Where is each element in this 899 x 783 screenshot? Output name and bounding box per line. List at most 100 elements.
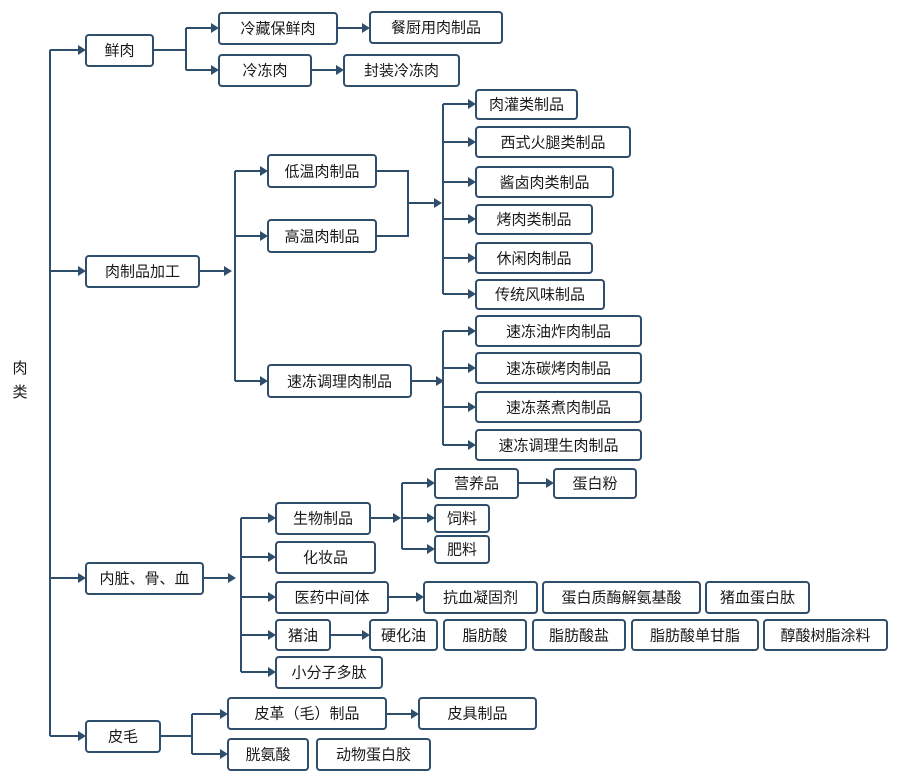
node-leather: 皮革（毛）制品 <box>227 697 387 730</box>
node-packaged-frozen: 封装冷冻肉 <box>343 54 460 87</box>
node-offal-label: 内脏、骨、血 <box>99 570 189 588</box>
node-nutrition: 营养品 <box>434 468 519 499</box>
arrowhead-product-6 <box>468 289 476 299</box>
arrowhead-processed-branch <box>224 266 232 276</box>
node-low-temp: 低温肉制品 <box>267 154 377 188</box>
arrowhead-catering <box>362 23 370 33</box>
node-fresh: 鲜肉 <box>85 34 154 67</box>
node-product-braised-label: 酱卤肉类制品 <box>499 174 589 192</box>
node-frozen-grilled-label: 速冻碳烤肉制品 <box>506 360 611 378</box>
arrowhead-cystine <box>220 749 228 759</box>
arrowhead-product-5 <box>468 253 476 263</box>
arrowhead-quick-frozen <box>260 376 268 386</box>
arrowhead-cosmetics <box>268 552 276 562</box>
root-char-1: 肉 <box>12 359 28 377</box>
node-product-sausage-label: 肉灌类制品 <box>489 96 564 114</box>
node-offal: 内脏、骨、血 <box>85 562 204 595</box>
node-anticoagulant: 抗血凝固剂 <box>423 581 538 614</box>
node-product-traditional: 传统风味制品 <box>475 279 605 310</box>
node-cosmetics: 化妆品 <box>275 541 376 574</box>
arrowhead-peptide <box>268 667 276 677</box>
node-packaged-frozen-label: 封装冷冻肉 <box>364 62 439 80</box>
node-frozen-label: 冷冻肉 <box>242 62 287 80</box>
node-processed: 肉制品加工 <box>85 255 200 288</box>
node-chilled-label: 冷藏保鲜肉 <box>240 20 315 38</box>
node-pharma: 医药中间体 <box>275 581 389 614</box>
node-frozen-raw-label: 速冻调理生肉制品 <box>498 437 618 455</box>
node-amino-acid: 蛋白质酶解氨基酸 <box>542 581 701 614</box>
node-blood-peptide: 猪血蛋白肽 <box>705 581 810 614</box>
node-product-roast-label: 烤肉类制品 <box>496 211 571 229</box>
node-protein-powder: 蛋白粉 <box>553 468 637 499</box>
arrowhead-offal <box>78 573 86 583</box>
node-lard-label: 猪油 <box>288 627 318 645</box>
arrowhead-nutrition <box>427 478 435 488</box>
node-peptide-label: 小分子多肽 <box>291 664 366 682</box>
node-product-snack: 休闲肉制品 <box>475 242 593 274</box>
node-fresh-label: 鲜肉 <box>104 42 134 60</box>
node-fatty-acid-salt-label: 脂肪酸盐 <box>549 627 609 645</box>
arrowhead-pharma <box>268 592 276 602</box>
node-feed-label: 饲料 <box>447 510 477 528</box>
node-quick-frozen-label: 速冻调理肉制品 <box>287 373 392 391</box>
node-catering-label: 餐厨用肉制品 <box>391 19 481 37</box>
arrowhead-bio <box>268 513 276 523</box>
node-leather-goods: 皮具制品 <box>418 697 537 730</box>
node-nutrition-label: 营养品 <box>454 475 499 493</box>
node-frozen-raw: 速冻调理生肉制品 <box>475 429 642 461</box>
node-lard: 猪油 <box>275 619 331 651</box>
arrowhead-anticoagulant <box>416 592 424 602</box>
node-peptide: 小分子多肽 <box>275 656 383 689</box>
arrowhead-lard <box>268 630 276 640</box>
node-cystine: 胱氨酸 <box>227 738 309 771</box>
arrowhead-feed <box>427 513 435 523</box>
arrowhead-high-temp <box>260 231 268 241</box>
node-frozen-grilled: 速冻碳烤肉制品 <box>475 352 642 384</box>
arrowhead-packaged <box>336 65 344 75</box>
arrowhead-frozen-2 <box>468 363 476 373</box>
node-quick-frozen: 速冻调理肉制品 <box>267 364 412 398</box>
arrowhead-offal-branch <box>228 573 236 583</box>
node-alkyd-coating-label: 醇酸树脂涂料 <box>780 627 870 645</box>
node-hide: 皮毛 <box>85 720 161 753</box>
arrowhead-product-3 <box>468 177 476 187</box>
arrowhead-fertilizer <box>427 544 435 554</box>
arrowhead-processed <box>78 266 86 276</box>
node-anticoagulant-label: 抗血凝固剂 <box>443 589 518 607</box>
node-frozen-steamed: 速冻蒸煮肉制品 <box>475 391 642 423</box>
node-pharma-label: 医药中间体 <box>294 589 369 607</box>
node-blood-peptide-label: 猪血蛋白肽 <box>720 589 795 607</box>
node-cystine-label: 胱氨酸 <box>245 746 290 764</box>
arrowhead-leather <box>220 709 228 719</box>
node-hardened-oil-label: 硬化油 <box>381 627 426 645</box>
arrowhead-temp-products <box>434 198 442 208</box>
arrowhead-bio-branch <box>393 513 401 523</box>
node-cosmetics-label: 化妆品 <box>303 549 348 567</box>
node-bio-label: 生物制品 <box>293 510 353 528</box>
arrowhead-frozen-1 <box>468 326 476 336</box>
node-low-temp-label: 低温肉制品 <box>284 163 359 181</box>
node-fertilizer: 肥料 <box>434 535 490 564</box>
arrowhead-fresh <box>78 45 86 55</box>
node-frozen-steamed-label: 速冻蒸煮肉制品 <box>506 399 611 417</box>
arrowhead-low-temp <box>260 166 268 176</box>
node-fatty-acid-salt: 脂肪酸盐 <box>532 619 626 651</box>
node-monoglyceride-label: 脂肪酸单甘脂 <box>650 627 740 645</box>
arrowhead-frozen-3 <box>468 402 476 412</box>
node-frozen-fried-label: 速冻油炸肉制品 <box>506 323 611 341</box>
node-bio: 生物制品 <box>275 502 371 535</box>
arrowhead-frozen <box>211 65 219 75</box>
arrowhead-chilled <box>211 23 219 33</box>
node-leather-goods-label: 皮具制品 <box>447 705 507 723</box>
node-fertilizer-label: 肥料 <box>447 541 477 559</box>
node-gelatin: 动物蛋白胶 <box>316 738 431 771</box>
node-protein-powder-label: 蛋白粉 <box>572 475 617 493</box>
node-gelatin-label: 动物蛋白胶 <box>336 746 411 764</box>
node-amino-acid-label: 蛋白质酶解氨基酸 <box>561 589 681 607</box>
node-product-sausage: 肉灌类制品 <box>475 89 578 120</box>
node-product-traditional-label: 传统风味制品 <box>495 286 585 304</box>
connector-temp-merge <box>376 170 409 237</box>
arrowhead-leather-goods <box>411 709 419 719</box>
arrowhead-frozen-4 <box>468 440 476 450</box>
arrowhead-quickfrozen-branch <box>436 376 444 386</box>
